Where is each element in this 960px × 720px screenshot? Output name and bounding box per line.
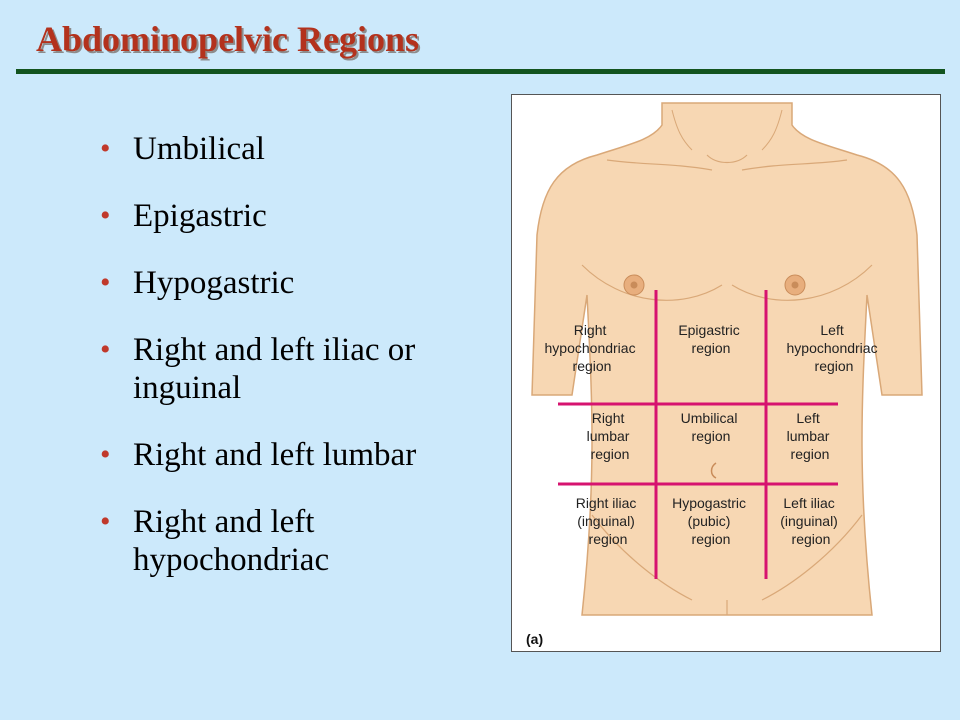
bullet-text: Umbilical (133, 131, 265, 167)
region-label-epigastric: Epigastric region (678, 322, 743, 356)
slide-title: Abdominopelvic Regions (36, 19, 420, 59)
torso-illustration: Right hypochondriac region Epigastric re… (526, 102, 923, 647)
nipple-left-center (630, 281, 638, 289)
bullet-list: • Umbilical • Epigastric • Hypogastric • Rig… (100, 130, 490, 608)
region-label-left-iliac: Left iliac (inguinal) region (780, 495, 841, 547)
sternal-notch (706, 154, 748, 164)
region-label-hypogastric: Hypogastric (pubic) region (672, 495, 750, 547)
bullet-dot-icon: • (100, 199, 111, 232)
navel (710, 462, 717, 479)
bullet-item: • Umbilical (100, 130, 490, 168)
bullet-item: • Right and left hypochondriac (100, 503, 490, 579)
bullet-text: Right and left hypochondriac (133, 504, 330, 578)
bullet-dot-icon: • (100, 333, 111, 366)
bullet-item: • Epigastric (100, 197, 490, 235)
neck-line-right (761, 109, 783, 151)
bullet-text: Hypogastric (133, 265, 295, 301)
torso-figure: Right hypochondriac region Epigastric re… (511, 94, 941, 652)
groin-line-right (761, 514, 863, 601)
chest-contour-right (731, 264, 873, 301)
collarbone-left (606, 159, 713, 171)
bullet-dot-icon: • (100, 266, 111, 299)
bullet-dot-icon: • (100, 438, 111, 471)
bullet-item: • Right and left iliac or inguinal (100, 331, 490, 407)
region-label-left-lumbar: Left lumbar region (787, 410, 834, 462)
bullet-text: Right and left lumbar (133, 437, 417, 473)
title-underline (16, 69, 945, 74)
bullet-item: • Right and left lumbar (100, 436, 490, 474)
bullet-text: Right and left iliac or inguinal (133, 332, 416, 406)
torso-body (531, 102, 923, 616)
region-label-left-hypochondriac: Left hypochondriac region (787, 322, 882, 374)
bullet-dot-icon: • (100, 505, 111, 538)
collarbone-right (741, 159, 848, 171)
figure-caption: (a) (526, 631, 543, 647)
neck-line-left (671, 109, 693, 151)
bullet-item: • Hypogastric (100, 264, 490, 302)
region-label-right-hypochondriac: Right hypochondriac region (545, 322, 640, 374)
chest-contour-left (581, 264, 723, 301)
bullet-dot-icon: • (100, 132, 111, 165)
nipple-right-center (791, 281, 799, 289)
bullet-text: Epigastric (133, 198, 267, 234)
region-label-umbilical: Umbilical region (681, 410, 742, 444)
region-label-right-lumbar: Right lumbar region (587, 410, 634, 462)
groin-line-left (591, 514, 693, 601)
region-label-right-iliac: Right iliac (inguinal) region (576, 495, 641, 547)
